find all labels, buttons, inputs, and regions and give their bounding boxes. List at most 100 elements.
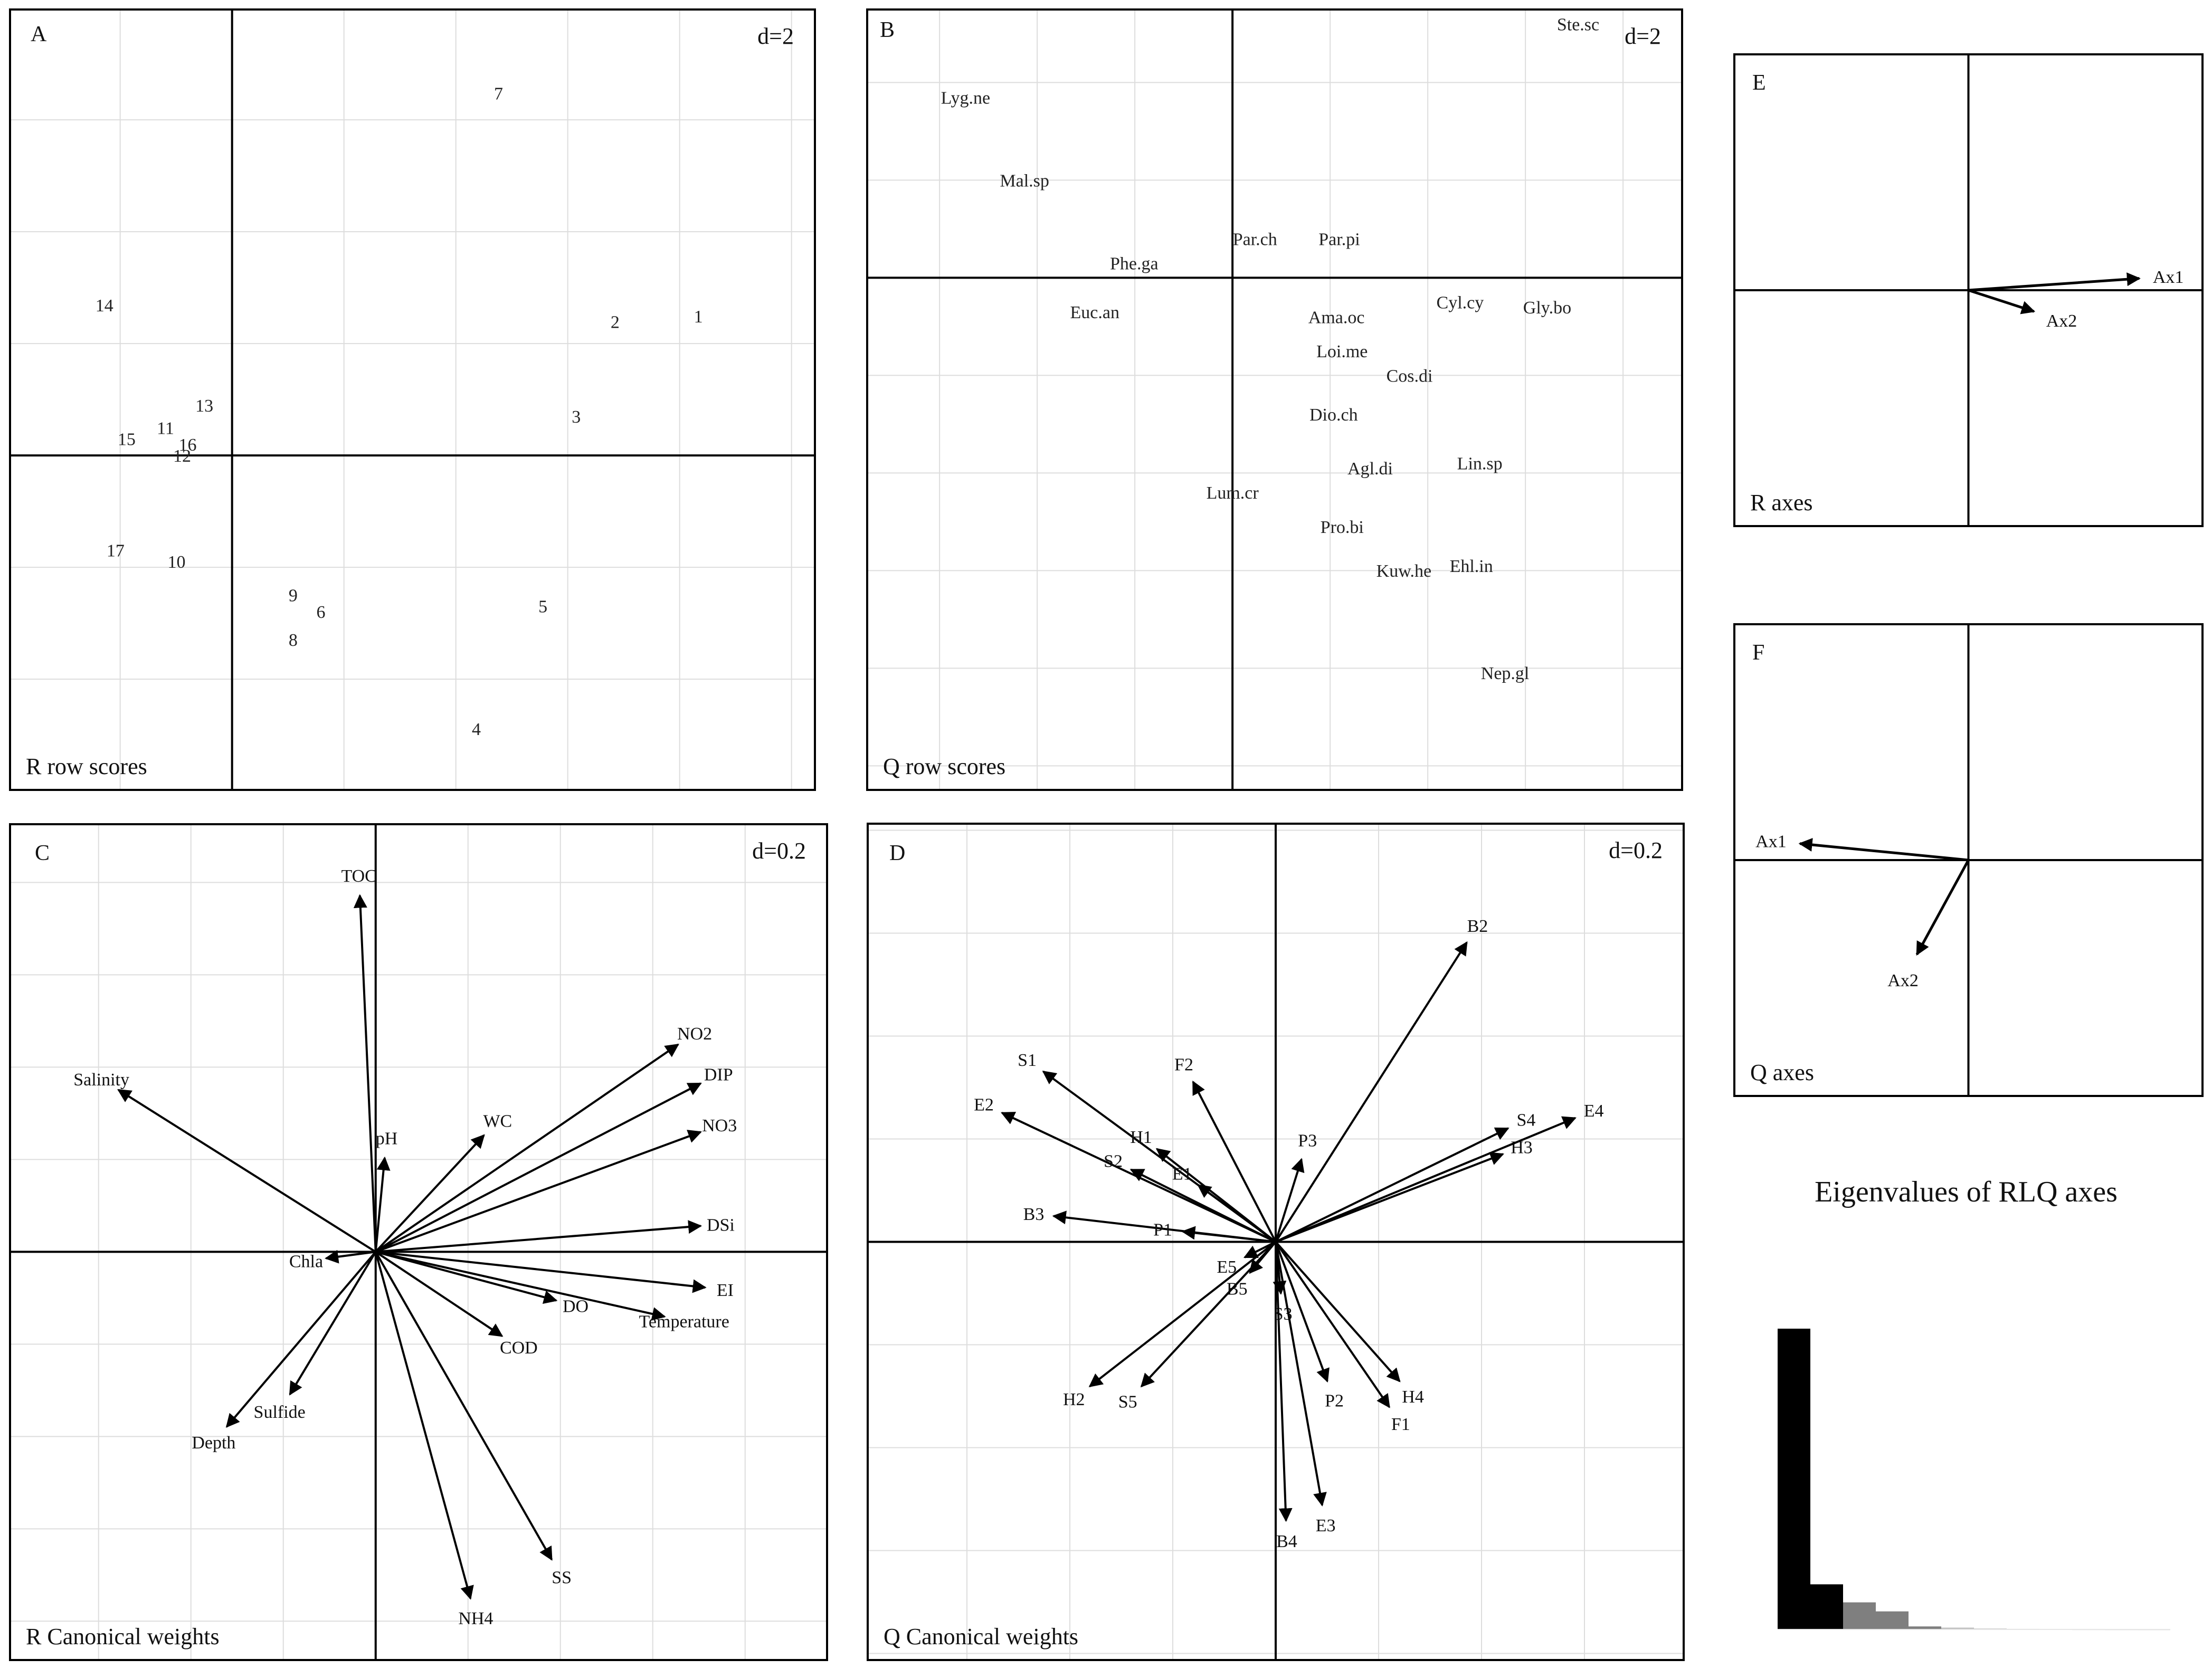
score-point-label: Lyg.ne <box>941 88 990 108</box>
arrow-label: TOC <box>341 866 376 886</box>
loading-arrow <box>1275 1116 1577 1243</box>
arrow-label: P3 <box>1298 1131 1317 1151</box>
arrow-label: H4 <box>1402 1387 1424 1407</box>
arrow-label: NH4 <box>458 1609 493 1628</box>
loading-arrow <box>1275 1158 1305 1243</box>
arrow-label: P2 <box>1325 1391 1344 1410</box>
score-point-label: Loi.me <box>1316 342 1368 361</box>
loading-arrow <box>225 1251 377 1428</box>
loading-arrow <box>1968 289 2036 314</box>
arrow-label: B4 <box>1276 1532 1297 1551</box>
arrow-label: pH <box>376 1129 398 1149</box>
arrow-label: Ax1 <box>1755 832 1787 851</box>
eigenvalue-bar <box>1909 1626 1941 1629</box>
score-point-label: Dio.ch <box>1309 405 1358 425</box>
score-point-label: 1 <box>694 307 703 327</box>
score-point-label: Ehl.in <box>1450 557 1493 576</box>
score-point-label: 12 <box>173 446 191 466</box>
loading-arrow <box>1275 1127 1510 1243</box>
score-point-label: 10 <box>168 552 186 572</box>
arrow-label: E3 <box>1316 1516 1336 1536</box>
loading-arrow <box>1129 1168 1276 1243</box>
panel-letter: A <box>31 22 47 46</box>
score-point-label: Lin.sp <box>1457 454 1503 474</box>
loading-arrow <box>375 1130 702 1253</box>
arrow-label: SS <box>552 1568 572 1588</box>
arrow-label: F2 <box>1174 1055 1193 1074</box>
panel-letter: D <box>889 841 905 865</box>
score-point-label: Pro.bi <box>1321 518 1364 537</box>
loading-arrow <box>375 1251 558 1304</box>
score-point-label: Ama.oc <box>1308 308 1365 327</box>
loading-arrow <box>375 1043 679 1253</box>
loading-arrow <box>1968 272 2141 292</box>
loading-arrow <box>117 1089 376 1253</box>
eigenvalues-title: Eigenvalues of RLQ axes <box>1815 1176 2118 1208</box>
panel-frame <box>9 823 828 1661</box>
loading-arrow <box>1088 1241 1277 1388</box>
loading-arrow <box>353 894 377 1252</box>
score-point-label: 9 <box>289 586 298 605</box>
arrow-label: NO2 <box>677 1024 712 1044</box>
panel-caption: Q axes <box>1750 1060 1814 1085</box>
score-point-label: 8 <box>289 631 298 650</box>
loading-arrow <box>375 1251 707 1293</box>
panel-caption: R axes <box>1750 490 1813 516</box>
score-point-label: Kuw.he <box>1376 561 1432 581</box>
arrow-label: B2 <box>1467 917 1488 936</box>
score-point-label: Ste.sc <box>1557 15 1599 35</box>
score-point-label: Mal.sp <box>1000 171 1049 191</box>
arrow-label: H1 <box>1130 1128 1152 1147</box>
panel-eigenvalues: Eigenvalues of RLQ axes <box>1778 1176 2170 1630</box>
score-point-label: 14 <box>96 296 113 316</box>
loading-arrow <box>374 1251 474 1600</box>
score-point-label: Cos.di <box>1387 366 1433 386</box>
arrow-label: S2 <box>1104 1152 1123 1171</box>
arrow-label: Sulfide <box>254 1403 306 1422</box>
arrow-label: Temperature <box>639 1312 729 1332</box>
arrow-label: S4 <box>1516 1111 1535 1130</box>
arrow-label: E4 <box>1584 1101 1604 1121</box>
loading-arrow <box>1140 1241 1277 1388</box>
loading-arrow <box>1243 1241 1276 1258</box>
score-point-label: Cyl.cy <box>1437 293 1484 313</box>
eigenvalue-bar <box>1876 1611 1909 1629</box>
score-point-label: 5 <box>538 597 547 616</box>
panel-caption: Q Canonical weights <box>884 1624 1078 1649</box>
panel-caption: R row scores <box>26 754 147 779</box>
score-point-label: 6 <box>316 603 325 622</box>
arrow-label: WC <box>483 1112 512 1131</box>
arrow-label: DIP <box>704 1065 733 1085</box>
loading-arrow <box>375 1251 666 1321</box>
arrow-label: Chla <box>289 1252 323 1272</box>
loading-arrow <box>325 1250 376 1264</box>
loading-arrow <box>375 1251 553 1561</box>
panel-letter: B <box>880 18 895 42</box>
score-point-label: Par.pi <box>1318 230 1360 249</box>
grid-lines <box>10 9 815 790</box>
score-point-label: 16 <box>179 435 197 455</box>
loading-arrow <box>375 1220 702 1253</box>
loading-arrow <box>1275 1241 1330 1383</box>
arrow-label: E2 <box>974 1095 994 1115</box>
grid-lines <box>10 824 827 1660</box>
panel-caption: Q row scores <box>883 754 1005 779</box>
loading-arrow <box>375 1082 702 1253</box>
arrow-label: S5 <box>1118 1392 1137 1412</box>
arrow-label: DSi <box>707 1215 735 1235</box>
loading-arrow <box>1197 1184 1277 1243</box>
loading-arrow <box>374 1156 391 1252</box>
eigenvalue-bar <box>1778 1329 1810 1629</box>
score-point-label: 2 <box>611 313 620 332</box>
score-point-label: Phe.ga <box>1110 254 1159 274</box>
arrow-label: S1 <box>1018 1051 1037 1070</box>
scale-label: d=0.2 <box>1609 837 1663 863</box>
arrow-label: Ax2 <box>1887 971 1919 990</box>
panel-letter: E <box>1752 71 1766 95</box>
score-point-label: 13 <box>195 396 213 416</box>
